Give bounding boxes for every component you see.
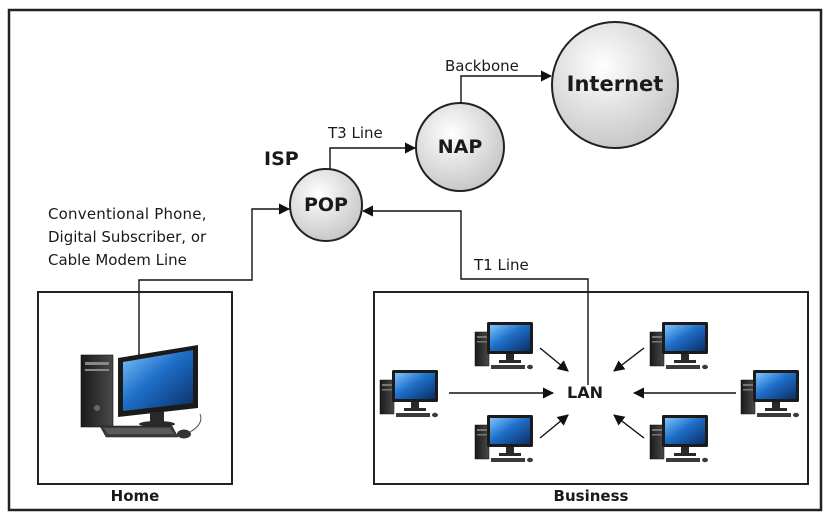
t1-line-label: T1 Line (474, 256, 529, 274)
home-computer-icon (80, 345, 202, 439)
t3-line-label: T3 Line (328, 124, 383, 142)
business-computer-icon (379, 369, 439, 418)
lan-label: LAN (567, 383, 603, 402)
lan-arrow (539, 414, 569, 439)
business-computer-icon (740, 369, 800, 418)
home-connection-label-line-3: Cable Modem Line (48, 251, 187, 269)
t1-link (361, 205, 589, 385)
backbone-label: Backbone (445, 57, 519, 75)
backbone-link (460, 70, 553, 103)
pop-label: POP (303, 194, 348, 216)
home-box (37, 291, 233, 485)
internet-node (551, 21, 679, 149)
lan-arrow (613, 347, 645, 372)
home-link (138, 203, 291, 358)
business-computer-icon (474, 321, 534, 370)
business-computer-icon (474, 414, 534, 463)
internet-label: Internet (566, 72, 664, 96)
nap-label: NAP (437, 136, 483, 158)
business-box-title: Business (553, 487, 629, 505)
business-computer-icon (649, 321, 709, 370)
business-computer-icon (649, 414, 709, 463)
lan-arrow (539, 347, 569, 372)
home-connection-label-line-2: Digital Subscriber, or (48, 228, 207, 246)
home-box-title: Home (110, 487, 160, 505)
isp-label: ISP (264, 148, 299, 170)
outer-frame (7, 8, 823, 512)
mouse-icon (177, 429, 191, 439)
business-box (373, 291, 809, 485)
home-connection-label-line-1: Conventional Phone, (48, 205, 207, 223)
lan-arrow (613, 414, 645, 439)
t3-link (329, 142, 417, 169)
